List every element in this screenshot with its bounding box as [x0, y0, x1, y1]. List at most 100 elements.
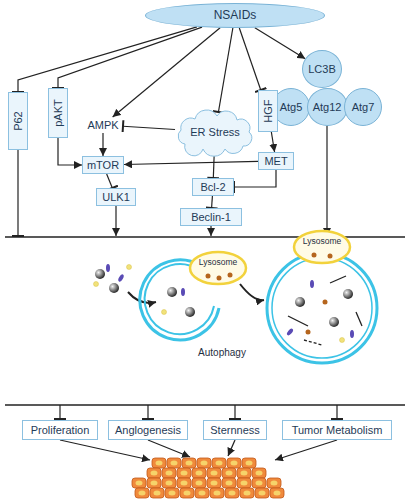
art-shape: [162, 478, 176, 488]
tumor-cell: [182, 458, 196, 468]
art-shape: [147, 405, 148, 419]
art-shape: [148, 440, 190, 457]
node-text: mTOR: [87, 159, 119, 171]
tumor-cell: [225, 488, 239, 498]
art-shape: [294, 231, 350, 263]
node-text: ULK1: [102, 191, 130, 203]
art-shape: [312, 253, 317, 258]
art-shape: [231, 461, 238, 466]
art-shape: [199, 491, 206, 496]
art-shape: [210, 488, 224, 498]
activation-arrow: [255, 28, 305, 59]
art-shape: [156, 461, 163, 466]
tumor-cell: [165, 488, 179, 498]
tumor-cell: [207, 468, 221, 478]
art-shape: [136, 481, 143, 486]
node-text: Atg5: [280, 101, 303, 113]
tumor-cell: [252, 468, 266, 478]
art-shape: [241, 471, 248, 476]
tumor-cell: [212, 458, 226, 468]
art-shape: [229, 491, 236, 496]
art-shape: [226, 481, 233, 486]
art-shape: [228, 440, 235, 456]
art-shape: [214, 491, 221, 496]
art-shape: [304, 340, 322, 345]
art-shape: [271, 481, 278, 486]
art-shape: [240, 488, 254, 498]
tumor-cell: [222, 468, 236, 478]
protein-box: HGF: [258, 90, 278, 132]
art-shape: [237, 468, 251, 478]
art-shape: [128, 292, 156, 303]
art-shape: [192, 468, 206, 478]
art-shape: [256, 481, 263, 486]
art-shape: [212, 458, 226, 468]
art-shape: [255, 488, 269, 498]
art-shape: [340, 338, 345, 343]
tumor-cell: [195, 488, 209, 498]
protein-circle: LC3B: [302, 50, 342, 88]
art-shape: [117, 274, 124, 283]
art-shape: [246, 461, 253, 466]
art-shape: [242, 458, 256, 468]
tumor-cell: [222, 478, 236, 488]
art-shape: [267, 478, 281, 488]
process-label: Autophagy: [198, 347, 246, 358]
art-shape: [197, 458, 211, 468]
outcome-box: Sternness: [203, 420, 267, 440]
tumor-cell: [237, 478, 251, 488]
node-text: HGF: [262, 99, 274, 122]
art-shape: [256, 471, 263, 476]
node-text: Atg12: [313, 101, 342, 113]
art-shape: [192, 478, 206, 488]
art-shape: [196, 471, 203, 476]
art-shape: [211, 471, 218, 476]
art-shape: [186, 461, 193, 466]
art-shape: [272, 258, 372, 358]
art-shape: [295, 297, 305, 307]
tumor-cell: [162, 478, 176, 488]
art-shape: [181, 288, 185, 296]
tumor-cell: [192, 468, 206, 478]
protein-box: ULK1: [96, 188, 136, 206]
tumor-cell: [162, 468, 176, 478]
art-shape: [167, 458, 181, 468]
tumor-cell: [150, 488, 164, 498]
art-shape: [5, 404, 405, 406]
tumor-cell: [177, 468, 191, 478]
protein-box: pAKT: [48, 88, 68, 138]
protein-box: mTOR: [82, 156, 124, 174]
art-shape: [228, 273, 233, 278]
tumor-cell: [147, 478, 161, 488]
art-shape: [17, 150, 18, 236]
protein-box: MET: [258, 152, 294, 170]
tumor-cell: [240, 488, 254, 498]
tumor-cell: [210, 488, 224, 498]
tumor-cell: [255, 488, 269, 498]
art-shape: [139, 491, 146, 496]
node-text: Beclin-1: [191, 211, 231, 223]
node-text: P62: [12, 111, 24, 131]
activation-arrow: [58, 138, 82, 165]
art-shape: [162, 310, 167, 315]
activation-arrow: [113, 28, 220, 117]
art-shape: [259, 491, 266, 496]
art-shape: [177, 468, 191, 478]
stress-cloud: ER Stress: [175, 112, 255, 152]
inhibition-line: [239, 28, 260, 90]
art-shape: [270, 488, 284, 498]
outcome-box: Proliferation: [22, 420, 98, 440]
art-shape: [252, 478, 266, 488]
tumor-cell: [252, 478, 266, 488]
tumor-cell: [227, 458, 241, 468]
art-shape: [190, 252, 246, 284]
art-shape: [275, 440, 337, 460]
art-shape: [162, 468, 176, 478]
art-shape: [132, 458, 284, 498]
art-shape: [167, 287, 177, 297]
art-shape: [109, 283, 119, 293]
node-text: Sternness: [210, 424, 260, 436]
node-text: Anglogenesis: [115, 424, 181, 436]
inhibition-line: [123, 126, 175, 129]
node-text: pAKT: [52, 99, 64, 127]
